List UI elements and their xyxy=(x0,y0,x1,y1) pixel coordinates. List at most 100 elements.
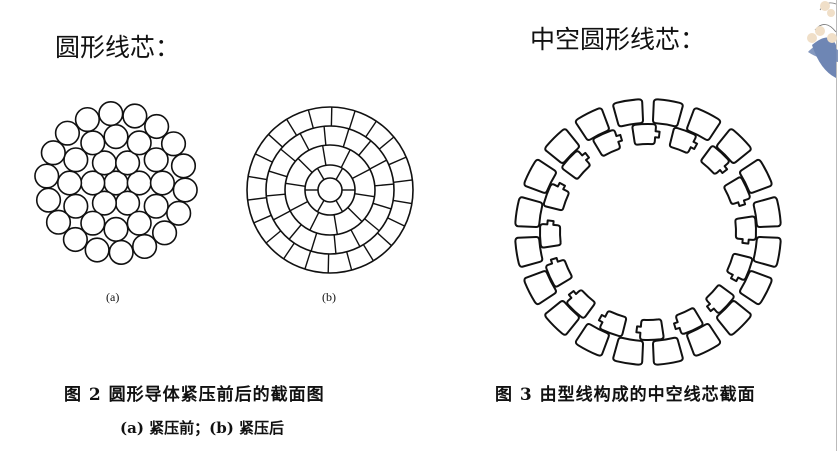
strand-circle xyxy=(172,177,198,203)
outer-profile-wire xyxy=(514,196,544,228)
slide-edge-divider xyxy=(836,0,837,451)
strand-circle xyxy=(34,163,60,189)
segment-divider xyxy=(342,128,350,148)
compacted-conductor-diagram xyxy=(246,106,414,274)
strand-circle xyxy=(143,193,169,219)
segment-divider xyxy=(265,230,282,244)
segment-divider xyxy=(362,244,374,262)
flower-bud xyxy=(827,9,835,17)
inner-profile-wire xyxy=(561,150,591,180)
segment-divider xyxy=(280,148,296,162)
segment-divider xyxy=(348,110,356,130)
segment-divider xyxy=(304,250,312,270)
inner-profile-wire xyxy=(723,176,751,207)
strand-circle xyxy=(144,113,170,140)
left-title: 圆形线芯： xyxy=(55,33,181,62)
figure2-caption: 图 2 圆形导体紧压前后的截面图 xyxy=(64,385,325,405)
segment-divider xyxy=(354,193,375,198)
inner-profile-wire xyxy=(538,219,562,249)
segment-divider xyxy=(297,157,313,173)
outer-profile-wire xyxy=(574,107,610,141)
figure3-caption: 图 3 由型线构成的中空线芯截面 xyxy=(495,385,756,405)
inner-profile-wire xyxy=(668,126,699,154)
outer-profile-wire xyxy=(523,270,557,306)
segment-divider xyxy=(310,232,318,252)
inner-profile-wire xyxy=(542,181,570,212)
segment-divider xyxy=(299,133,310,151)
figure2-subcaption: (a) 紧压前；(b) 紧压后 xyxy=(120,419,285,437)
segment-divider xyxy=(321,145,327,166)
segment-divider xyxy=(393,199,412,205)
segment-divider xyxy=(340,149,351,168)
strand-circle xyxy=(98,100,124,127)
segment-divider xyxy=(333,214,339,235)
segment-divider xyxy=(333,234,337,254)
strand-circle xyxy=(149,170,175,196)
segment-divider xyxy=(378,136,395,150)
segment-divider xyxy=(273,210,291,221)
strand-circle xyxy=(122,103,148,129)
segment-divider xyxy=(289,200,309,212)
segment-divider xyxy=(253,214,272,224)
flower-bud xyxy=(807,33,817,43)
outer-profile-wire xyxy=(739,158,773,194)
inner-profile-wire xyxy=(700,145,730,175)
hollow-conductor-diagram xyxy=(514,98,782,366)
figure-b-label: (b) xyxy=(322,290,336,304)
segment-divider xyxy=(248,175,267,181)
right-title: 中空圆形线芯： xyxy=(530,25,706,54)
layer-ring xyxy=(246,106,414,274)
inner-profile-wire xyxy=(597,310,628,338)
segment-divider xyxy=(387,217,406,227)
strand-circle xyxy=(54,120,81,146)
outer-profile-wire xyxy=(652,336,684,366)
outer-profile-wire xyxy=(652,98,684,128)
round-strand-bundle-diagram xyxy=(34,100,198,266)
segment-divider xyxy=(285,182,306,187)
segment-divider xyxy=(372,202,392,210)
segment-divider xyxy=(388,156,407,166)
inner-profile-wire xyxy=(545,257,573,288)
strand-circle xyxy=(91,190,117,216)
strand-circle xyxy=(45,209,72,235)
strand-circle xyxy=(132,233,158,260)
strand-circle xyxy=(63,147,89,173)
segment-divider xyxy=(351,168,371,180)
segment-divider xyxy=(346,251,353,271)
segment-divider xyxy=(283,242,295,260)
layer-ring xyxy=(284,144,376,236)
strand-circle xyxy=(62,226,88,253)
flower-bud xyxy=(827,33,837,43)
segment-divider xyxy=(335,200,344,213)
outer-profile-wire xyxy=(686,323,722,357)
segment-divider xyxy=(393,179,413,183)
outer-profile-wire xyxy=(752,236,782,268)
segment-divider xyxy=(350,229,361,247)
strand-circle xyxy=(108,239,134,266)
inner-profile-wire xyxy=(726,252,754,283)
outer-profile-wire xyxy=(752,196,782,228)
segment-divider xyxy=(374,183,394,187)
strand-circle xyxy=(80,210,106,236)
strand-circle xyxy=(114,150,141,176)
strand-circle xyxy=(80,130,106,156)
segment-divider xyxy=(316,200,325,213)
outer-profile-wire xyxy=(612,336,644,366)
flower-bud xyxy=(815,26,825,36)
segment-divider xyxy=(376,232,393,247)
inner-profile-wire xyxy=(631,122,661,146)
segment-divider xyxy=(335,167,344,180)
floral-decoration-icon xyxy=(807,1,838,78)
inner-profile-wire xyxy=(705,284,735,314)
strand-circle xyxy=(151,220,178,246)
strand-circle xyxy=(63,193,89,219)
segment-divider xyxy=(365,120,377,138)
segment-divider xyxy=(267,133,284,148)
segment-divider xyxy=(369,159,387,170)
outer-profile-wire xyxy=(612,98,644,128)
segment-divider xyxy=(286,118,298,136)
segment-divider xyxy=(288,224,302,240)
inner-profile-wire xyxy=(673,307,704,335)
segment-divider xyxy=(364,218,380,232)
segment-divider xyxy=(358,140,372,156)
